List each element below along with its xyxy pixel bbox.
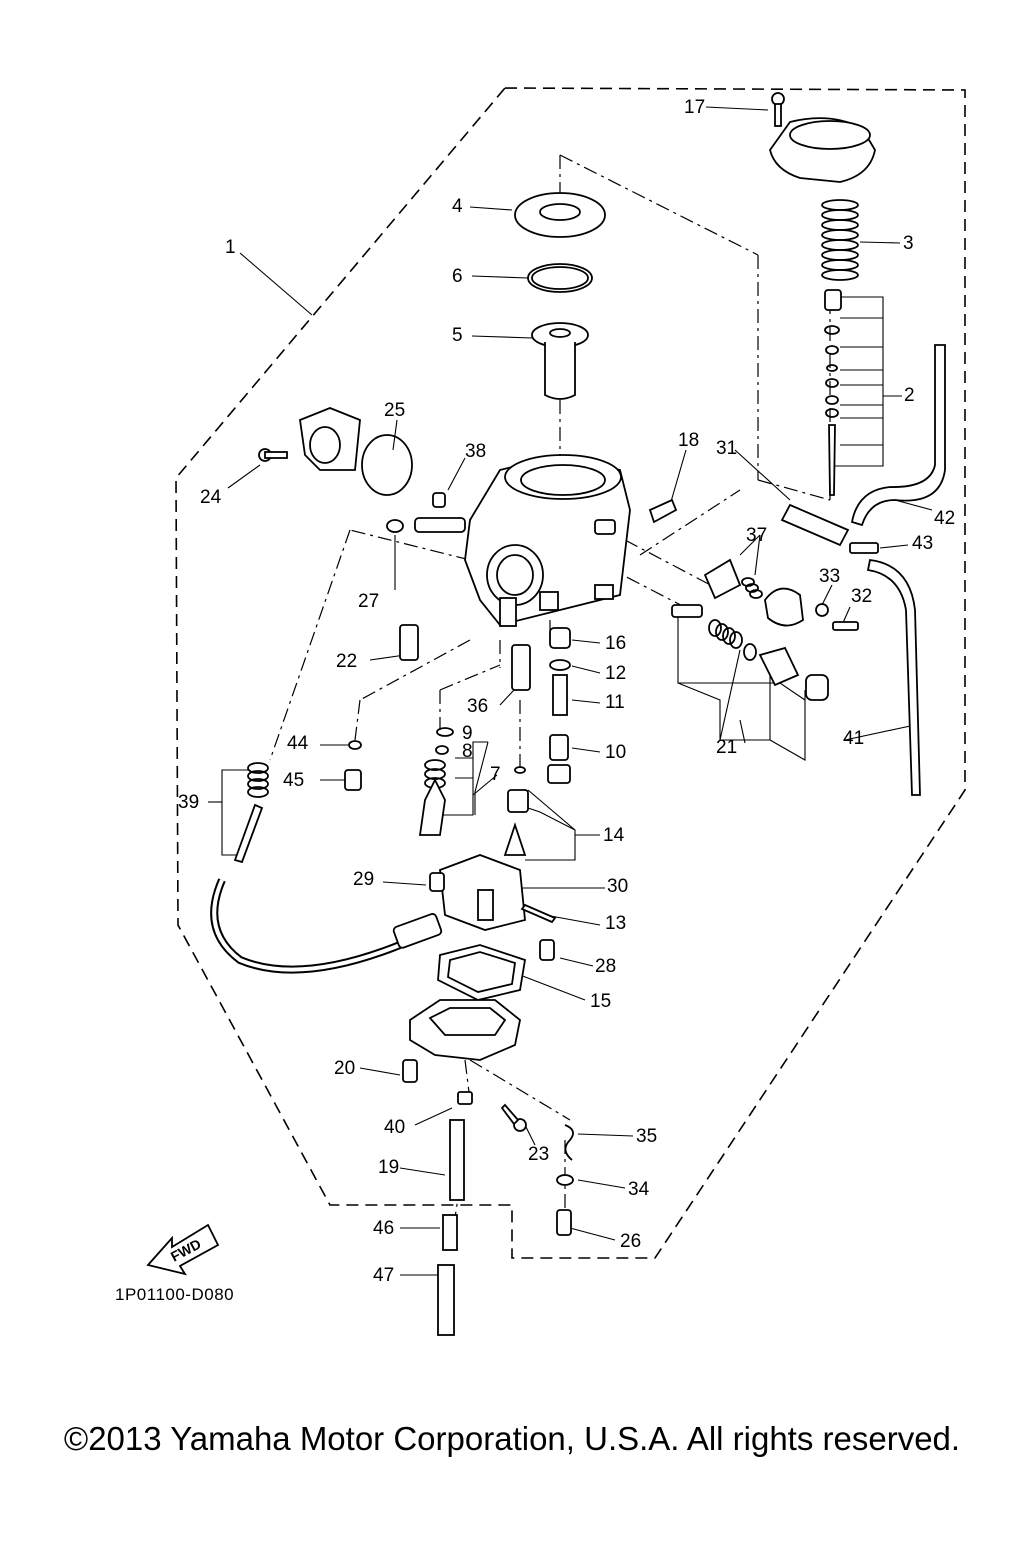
callout-43: 43 — [912, 533, 934, 554]
callout-9: 9 — [462, 723, 473, 744]
assembly-boundary — [175, 87, 966, 1259]
callout-47: 47 — [373, 1265, 395, 1286]
callout-1: 1 — [225, 237, 236, 258]
callout-27: 27 — [358, 591, 380, 612]
fwd-arrow-icon: FWD — [146, 1223, 220, 1276]
callout-39: 39 — [178, 792, 200, 813]
callout-46: 46 — [373, 1218, 395, 1239]
callout-33: 33 — [819, 566, 841, 587]
copyright-notice: ©2013 Yamaha Motor Corporation, U.S.A. A… — [63, 1420, 961, 1457]
callout-26: 26 — [620, 1231, 642, 1252]
callout-12: 12 — [605, 663, 627, 684]
callout-23: 23 — [528, 1144, 550, 1165]
callout-28: 28 — [595, 956, 617, 977]
callout-30: 30 — [607, 876, 629, 897]
callout-29: 29 — [353, 869, 375, 890]
callout-41: 41 — [843, 728, 865, 749]
callout-4: 4 — [452, 196, 463, 217]
callout-3: 3 — [903, 233, 914, 254]
callout-20: 20 — [334, 1058, 356, 1079]
callout-38: 38 — [465, 441, 487, 462]
callout-42: 42 — [934, 508, 956, 529]
callout-31: 31 — [716, 438, 738, 459]
callout-21: 21 — [716, 737, 738, 758]
callout-24: 24 — [200, 487, 222, 508]
callout-45: 45 — [283, 770, 305, 791]
callout-15: 15 — [590, 991, 612, 1012]
callout-25: 25 — [384, 400, 406, 421]
callout-6: 6 — [452, 266, 463, 287]
callout-14: 14 — [603, 825, 625, 846]
callout-5: 5 — [452, 325, 463, 346]
callout-11: 11 — [605, 692, 625, 713]
diagram-code: 1P01100-D080 — [115, 1285, 235, 1304]
callout-19: 19 — [378, 1157, 400, 1178]
callout-18: 18 — [678, 430, 700, 451]
callout-10: 10 — [605, 742, 627, 763]
callout-17: 17 — [684, 97, 706, 118]
callout-36: 36 — [467, 696, 489, 717]
callout-22: 22 — [336, 651, 358, 672]
callout-2: 2 — [904, 385, 915, 406]
callout-37: 37 — [746, 525, 768, 546]
callout-8: 8 — [462, 741, 473, 762]
callout-35: 35 — [636, 1126, 658, 1147]
callout-32: 32 — [851, 586, 873, 607]
callout-7: 7 — [490, 764, 501, 785]
callout-44: 44 — [287, 733, 309, 754]
callout-40: 40 — [384, 1117, 406, 1138]
callout-13: 13 — [605, 913, 627, 934]
callout-34: 34 — [628, 1179, 650, 1200]
callout-16: 16 — [605, 633, 627, 654]
